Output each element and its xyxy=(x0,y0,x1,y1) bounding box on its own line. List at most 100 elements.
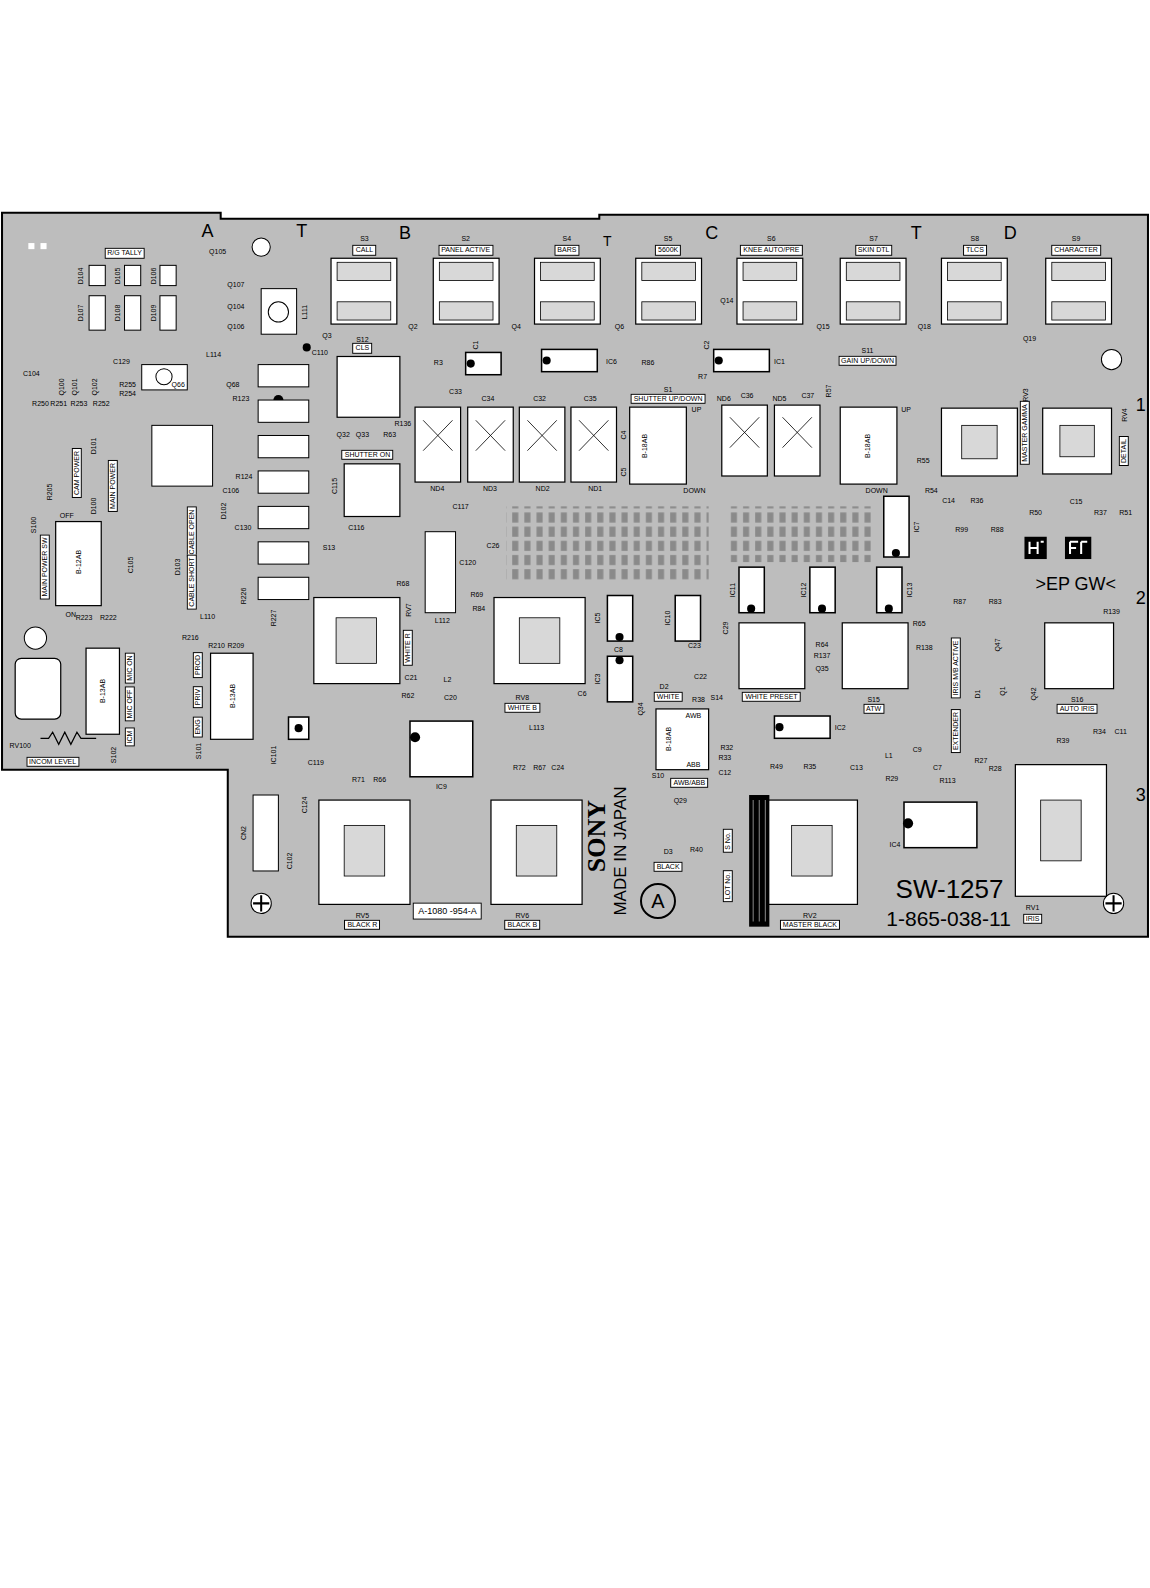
silkscreen-label: R38 xyxy=(692,695,705,702)
ic xyxy=(607,596,632,642)
box-text: MASTER BLACK xyxy=(783,920,837,928)
coil xyxy=(261,289,296,335)
switch-pad xyxy=(541,262,595,280)
potentiometers xyxy=(314,408,1112,904)
silkscreen-label: A xyxy=(202,222,214,240)
silkscreen-label: Q35 xyxy=(815,665,828,672)
switch-pad xyxy=(948,262,1002,280)
silkscreen-label: ABB xyxy=(686,760,700,767)
silkscreen-label: S15 xyxy=(867,695,879,702)
box-text: MIC OFF xyxy=(125,689,133,718)
box-text: PRIV xyxy=(194,689,202,705)
pot-shafts xyxy=(336,425,1094,876)
silkscreen-label: RV100 xyxy=(10,742,31,749)
silkscreen-box: S No. xyxy=(723,829,733,853)
silkscreen-box: KNEE AUTO/PRE xyxy=(740,245,802,255)
capacitor xyxy=(258,400,309,422)
relay xyxy=(519,407,565,482)
silkscreen-label: C106 xyxy=(222,487,239,494)
silkscreen-label: Q14 xyxy=(720,296,733,303)
box-text: INCOM LEVEL xyxy=(29,757,76,765)
silkscreen-label: T xyxy=(603,234,612,248)
silkscreen-box: PROD xyxy=(193,652,203,678)
silkscreen-label: S1 xyxy=(664,385,673,392)
silkscreen-label: C116 xyxy=(348,523,364,530)
silkscreen-label: R253 xyxy=(71,400,88,407)
relay xyxy=(571,407,617,482)
silkscreen-label: L114 xyxy=(206,351,221,358)
silkscreen-label: 2 xyxy=(1136,589,1146,607)
silkscreen-box: WHITE xyxy=(654,692,683,702)
logo-mark xyxy=(1024,537,1046,559)
silkscreen-label: D3 xyxy=(664,847,673,854)
silkscreen-label: C7 xyxy=(933,763,942,770)
silkscreen-label: R27 xyxy=(975,756,988,763)
silkscreen-label: R86 xyxy=(641,358,654,365)
silkscreen-label: R209 xyxy=(227,642,244,649)
pot-shaft xyxy=(519,618,559,664)
switch-body xyxy=(636,258,702,324)
silkscreen-label: S6 xyxy=(767,234,776,241)
top-switches xyxy=(331,258,1112,324)
ic xyxy=(410,721,473,777)
silkscreen-label: S2 xyxy=(461,234,470,241)
silkscreen-label: 1 xyxy=(1136,396,1146,414)
pin1-dot xyxy=(615,656,623,664)
capacitor xyxy=(258,471,309,493)
switch-body xyxy=(941,258,1007,324)
switch-body xyxy=(433,258,499,324)
potentiometer xyxy=(1043,408,1112,474)
silkscreen-label: R250 xyxy=(32,400,49,407)
silkscreen-label: S102 xyxy=(110,746,117,762)
relay xyxy=(468,407,514,482)
silkscreen-box: WHITE PRESET xyxy=(742,692,801,702)
silkscreen-label: B xyxy=(399,224,411,242)
silkscreen-label: R226 xyxy=(239,587,246,604)
silkscreen-label: S10 xyxy=(652,771,664,778)
component-grid xyxy=(506,506,875,582)
silkscreen-box: ICM xyxy=(124,728,134,747)
silkscreen-label: B-13AB xyxy=(228,684,235,708)
silkscreen-label: D1 xyxy=(973,689,980,698)
silkscreen-label: RV3 xyxy=(1022,388,1029,402)
logo-glyph xyxy=(1070,542,1087,554)
pin1-dot xyxy=(818,605,826,613)
silkscreen-label: D109 xyxy=(149,305,156,322)
silkscreen-label: R139 xyxy=(1103,607,1120,614)
silkscreen-label: SW-1257 xyxy=(896,876,1004,902)
pad xyxy=(28,243,34,249)
silkscreen-label: R67 xyxy=(533,763,546,770)
box-text: 5600K xyxy=(658,246,678,254)
box-text: BLACK B xyxy=(508,920,538,928)
silkscreen-label: L113 xyxy=(529,724,544,731)
switch-bodies xyxy=(15,356,1113,769)
silkscreen-label: UP xyxy=(692,406,702,413)
relay xyxy=(774,405,820,476)
box-text: BARS xyxy=(557,246,576,254)
relay-mark xyxy=(783,417,812,447)
silkscreen-label: Q100 xyxy=(57,378,64,395)
switch-pad xyxy=(846,302,900,320)
pin1-dot xyxy=(615,633,623,641)
switch-body xyxy=(842,623,908,689)
potentiometer xyxy=(766,800,857,904)
silkscreen-label: R33 xyxy=(718,753,731,760)
silkscreen-box: CABLE SHORT xyxy=(187,555,197,610)
silkscreen-label: C9 xyxy=(913,746,922,753)
cross-mark xyxy=(1105,895,1121,911)
silkscreen-label: AWB xyxy=(686,712,702,719)
silkscreen-label: C8 xyxy=(614,646,623,653)
ic xyxy=(289,717,309,739)
capacitor xyxy=(258,577,309,599)
silkscreen-label: IC9 xyxy=(436,782,447,789)
silkscreen-label: D xyxy=(1004,224,1017,242)
silkscreen-label: B-12AB xyxy=(74,550,81,574)
box-text: CHARACTER xyxy=(1054,246,1098,254)
silkscreen-label: ND2 xyxy=(536,485,550,492)
ic xyxy=(675,596,700,642)
pot-shaft xyxy=(962,425,997,458)
silkscreen-label: Q101 xyxy=(70,378,77,395)
silkscreen-box: SHUTTER UP/DOWN xyxy=(631,394,706,404)
silkscreen-label: C33 xyxy=(449,387,462,394)
box-text: PROD xyxy=(194,655,202,675)
